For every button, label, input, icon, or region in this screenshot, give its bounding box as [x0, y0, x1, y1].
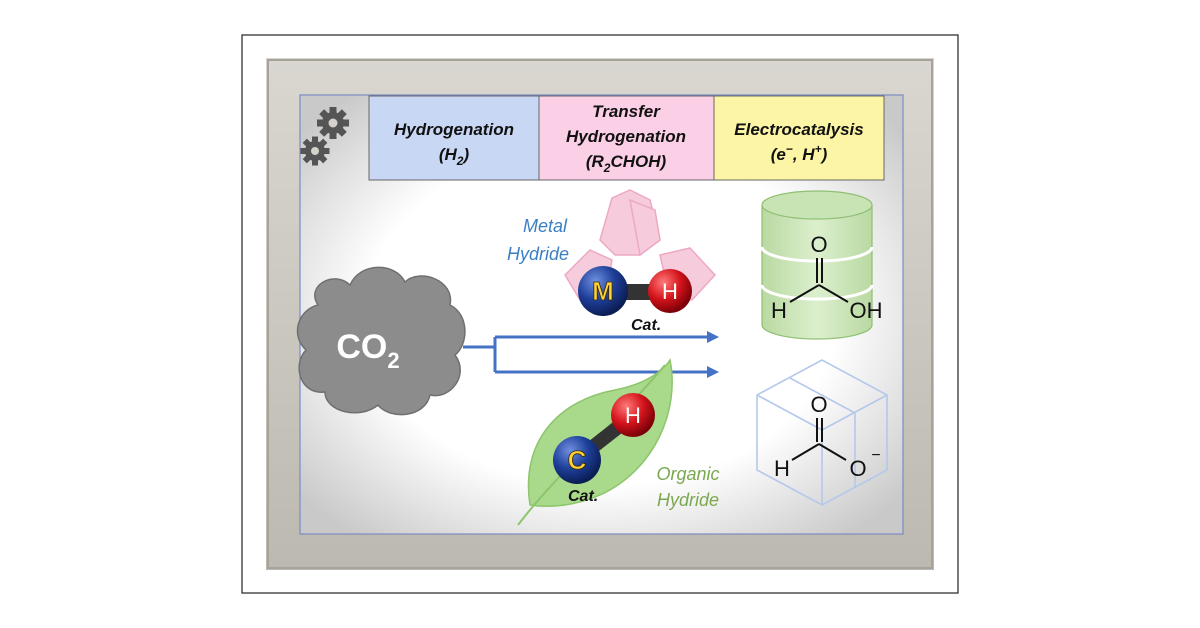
cube-icon	[756, 359, 888, 506]
formic-acid-o: O	[810, 232, 827, 257]
tab-electrocatalysis-line1: Electrocatalysis	[734, 120, 863, 139]
organic-hydride-molecule: C H	[553, 393, 655, 484]
hydrogen-atom-organic-label: H	[625, 403, 641, 428]
tab-hydrogenation-line1: Hydrogenation	[394, 120, 514, 139]
arrow-head-upper	[707, 331, 719, 343]
tab-transfer-hydrogenation	[538, 95, 715, 181]
organic-hydride-label-line1: Organic	[656, 464, 719, 484]
tab-electrocatalysis-line2: (e−, H+)	[771, 142, 828, 164]
metal-cat-label: Cat.	[631, 317, 661, 334]
hydrogen-atom-organic	[611, 393, 655, 437]
metal-atom	[578, 266, 628, 316]
formate-structure: O H O −	[774, 392, 881, 481]
formic-acid-structure: O H OH	[771, 232, 882, 323]
formate-charge: −	[871, 447, 880, 464]
metal-hydride-label-line1: Metal	[523, 216, 568, 236]
hydrogen-atom	[648, 269, 692, 313]
hydrogen-atom-label: H	[662, 279, 678, 304]
tab-hydrogenation-line2: (H2)	[439, 145, 470, 168]
tab-electrocatalysis	[713, 95, 885, 181]
cloud-icon	[296, 266, 466, 416]
co2-label: CO2	[336, 328, 399, 373]
metal-hydride-label-line2: Hydride	[507, 244, 569, 264]
arrow-head-lower	[707, 366, 719, 378]
carbon-atom	[553, 436, 601, 484]
tab-transfer-line1: Transfer	[592, 102, 661, 121]
formic-acid-h: H	[771, 298, 787, 323]
metal-hydride-molecule: M H	[578, 266, 692, 316]
formate-h: H	[774, 456, 790, 481]
organic-hydride-label-line2: Hydride	[657, 490, 719, 510]
tab-transfer-line3: (R2CHOH)	[586, 152, 667, 175]
formate-o: O	[810, 392, 827, 417]
tab-hydrogenation	[368, 95, 540, 181]
gear-icon	[300, 107, 349, 166]
tab-transfer-line2: Hydrogenation	[566, 127, 686, 146]
metal-atom-label: M	[592, 276, 614, 306]
formic-acid-oh: OH	[850, 298, 883, 323]
formate-o-minus: O	[849, 456, 866, 481]
organic-cat-label: Cat.	[568, 488, 598, 505]
method-tabs: Hydrogenation (H2) Transfer Hydrogenatio…	[368, 95, 885, 181]
carbon-atom-label: C	[568, 445, 587, 475]
